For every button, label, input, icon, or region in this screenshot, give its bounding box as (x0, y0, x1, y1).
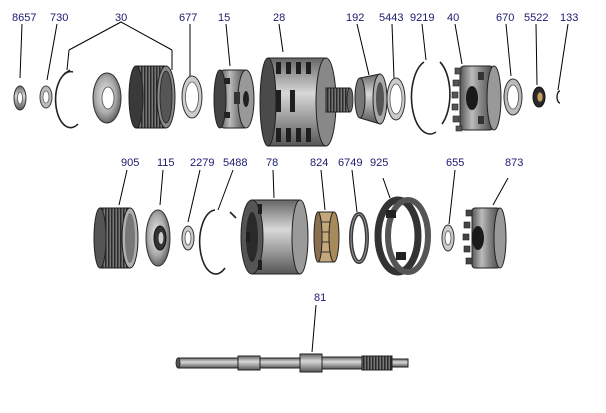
label-part-40: 40 (447, 12, 460, 24)
label-part-824: 824 (310, 157, 329, 169)
leader-line (421, 23, 427, 61)
label-part-5488: 5488 (223, 157, 248, 169)
part-925-brake-band (374, 196, 431, 276)
part-5522-bearing (532, 86, 546, 108)
label-part-655: 655 (446, 157, 465, 169)
label-part-30: 30 (115, 12, 128, 24)
leader-line (356, 23, 370, 76)
label-part-115: 115 (157, 157, 175, 169)
label-part-28: 28 (273, 12, 286, 24)
part-5443-washer (386, 77, 406, 121)
part-192-sleeve (354, 73, 388, 125)
leader-line (382, 177, 391, 199)
leader-line (505, 23, 512, 77)
leader-line (454, 23, 463, 65)
part-905-ring-gear (93, 207, 139, 269)
part-8657-washer (13, 85, 27, 111)
leader-line (66, 49, 70, 71)
part-873-sun-gear (462, 207, 507, 269)
part-30-snap-ring (54, 69, 79, 129)
part-655-washer (441, 224, 455, 252)
leader-lines (19, 21, 569, 353)
leader-line (535, 23, 538, 86)
part-115-hub (145, 209, 171, 267)
part-30-ring-gear (128, 65, 176, 129)
part-133-clip (556, 90, 561, 104)
label-part-8657: 8657 (12, 12, 37, 24)
part-5488-snap-ring (198, 209, 237, 275)
part-6749-ring (349, 212, 369, 264)
leader-line (272, 169, 275, 199)
part-81-output-shaft (175, 353, 409, 373)
part-670-washer (503, 78, 523, 116)
leader-line (118, 169, 128, 206)
part-677-washer (181, 75, 203, 119)
leader-line (557, 23, 569, 91)
leader-line (320, 169, 326, 211)
leader-line (391, 23, 395, 79)
part-824-roller-clutch (313, 211, 340, 263)
part-15-planetary-carrier (213, 69, 255, 129)
label-part-9219: 9219 (410, 12, 435, 24)
part-30-pressure-plate (92, 72, 122, 124)
label-part-6749: 6749 (338, 157, 363, 169)
leader-bracket-30 (68, 21, 173, 51)
label-part-133: 133 (560, 12, 579, 24)
label-part-192: 192 (346, 12, 365, 24)
label-part-873: 873 (505, 157, 524, 169)
label-part-925: 925 (370, 157, 389, 169)
label-part-670: 670 (496, 12, 515, 24)
leader-line (448, 169, 456, 225)
leader-line (187, 169, 201, 223)
leader-line (225, 23, 231, 67)
label-part-730: 730 (50, 12, 69, 24)
leader-line (19, 23, 23, 79)
label-part-81: 81 (314, 292, 327, 304)
label-part-2279: 2279 (190, 157, 215, 169)
label-part-78: 78 (266, 157, 279, 169)
leader-line (159, 169, 164, 206)
part-730-washer (39, 85, 53, 109)
label-part-15: 15 (218, 12, 231, 24)
part-9219-snap-ring (410, 61, 451, 135)
leader-line (46, 23, 58, 81)
leader-line (311, 304, 317, 353)
leader-line (217, 169, 234, 211)
part-2279-washer (181, 225, 195, 251)
leader-line (351, 169, 358, 213)
part-28-input-drum (259, 57, 354, 147)
part-40-reaction-carrier (451, 65, 502, 132)
leader-line (492, 177, 509, 206)
label-part-5443: 5443 (379, 12, 404, 24)
part-78-drum (240, 199, 309, 275)
label-part-677: 677 (179, 12, 198, 24)
label-part-905: 905 (121, 157, 140, 169)
leader-line (278, 23, 284, 53)
label-part-5522: 5522 (524, 12, 549, 24)
